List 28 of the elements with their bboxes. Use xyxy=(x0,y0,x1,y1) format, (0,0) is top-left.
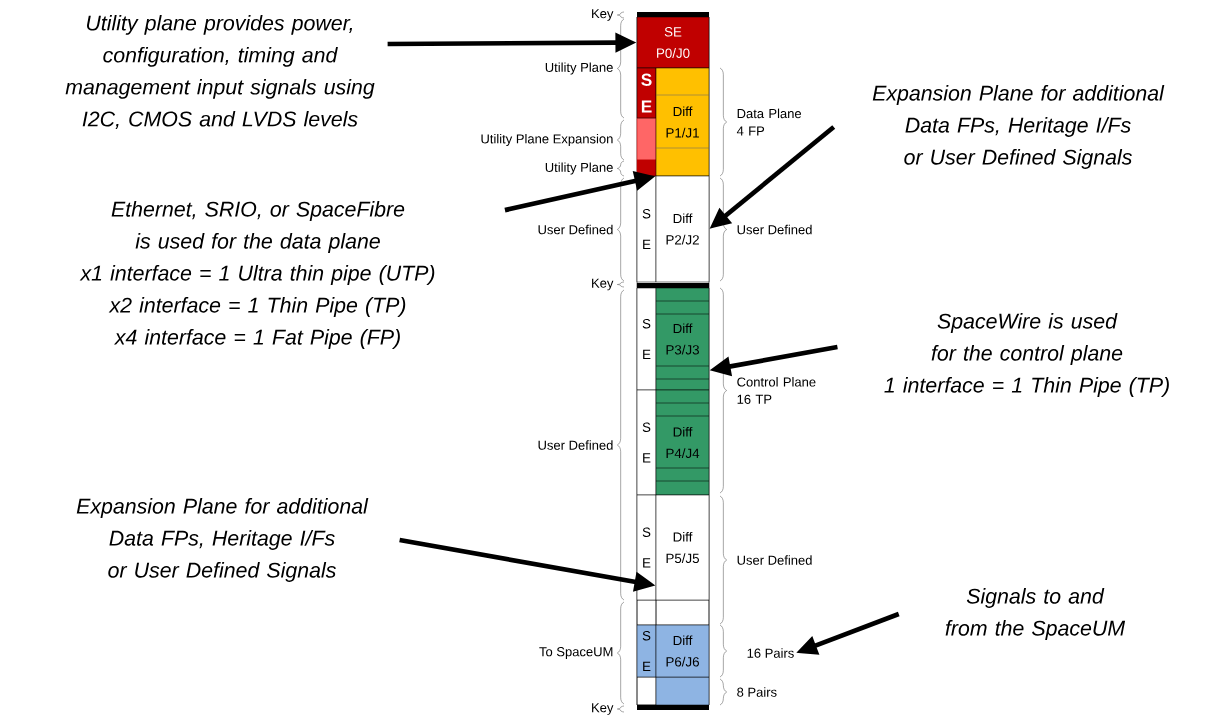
bracket-label: Utility Plane xyxy=(545,162,613,175)
slot-segment: Diff P3/J3 xyxy=(655,287,710,391)
bracket-label: User Defined xyxy=(538,440,613,450)
slot-segment: Diff P1/J1 xyxy=(655,67,710,177)
bracket-label: To SpaceUM xyxy=(539,647,613,659)
slot-segment: Diff P4/J4 xyxy=(655,389,710,496)
bracket-label: 8 Pairs xyxy=(737,687,777,697)
bracket-label: Key xyxy=(592,278,614,291)
bracket-label: Data Plane 4 FP xyxy=(736,108,802,136)
single-ended-segment: S E xyxy=(636,624,657,678)
bracket-label: User Defined xyxy=(737,224,812,235)
bracket-label: Control Plane 16 TP xyxy=(737,377,816,404)
slot-segment: SE P0/J0 xyxy=(636,16,710,69)
annotation-text: SpaceWire is used for the control plane 1 interface = 1 Thin Pipe (TP) xyxy=(884,313,1169,397)
annotation-text: Signals to and from the SpaceUM xyxy=(945,588,1126,640)
bracket-label: Key xyxy=(592,703,614,715)
annotation-text: Ethernet, SRIO, or SpaceFibre is used for the data plane x1 interface = 1 Ultra thin pipe (UTP) x2 interface = 1 Thin Pipe (TP) x4 interface = 1 Fat Pipe (FP) xyxy=(79,201,435,349)
bracket-label: User Defined xyxy=(538,224,613,235)
annotation-text: Utility plane provides power, configuration, timing and management input signals using I2C, CMOS and LVDS levels xyxy=(65,14,375,130)
annotation-text: Expansion Plane for additional Data FPs, Heritage I/Fs or User Defined Signals xyxy=(76,498,369,582)
bracket-label: 16 Pairs xyxy=(747,648,794,658)
bracket-label: Utility Plane xyxy=(545,62,613,75)
single-ended-segment: S E xyxy=(636,287,657,391)
bracket-label: User Defined xyxy=(737,555,812,565)
bracket-label: Utility Plane Expansion xyxy=(481,133,613,147)
annotation-text: Expansion Plane for additional Data FPs, Heritage I/Fs or User Defined Signals xyxy=(872,85,1165,169)
bracket-label: Key xyxy=(592,9,614,21)
single-ended-segment: S E xyxy=(636,67,657,119)
